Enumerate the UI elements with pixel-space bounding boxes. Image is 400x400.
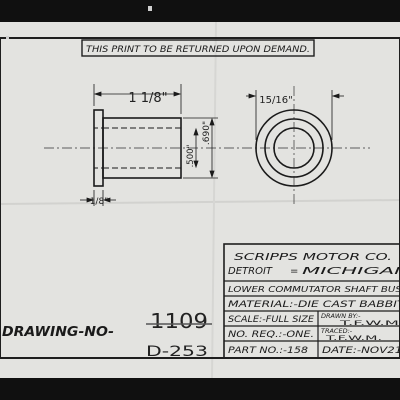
border (0, 37, 400, 359)
notice-box (81, 39, 315, 57)
dimension-bore-diameter (193, 127, 199, 169)
part-name: LOWER COMMUTATOR SHAFT BUSHING (228, 285, 400, 294)
company-name: SCRIPPS MOTOR CO. (234, 252, 392, 263)
drawing-number: D-253 (146, 344, 208, 360)
dash-separator: = (290, 266, 298, 277)
flange-thickness-label: 1/8" (90, 197, 109, 207)
traced-label: TRACED:- (321, 327, 353, 335)
drawn-by-name: T.F.W.M. (337, 319, 400, 327)
part-number: PART NO.:-158 (228, 346, 308, 356)
date: DATE:-NOV21, (322, 346, 400, 356)
dimension-flange-diameter (246, 90, 344, 140)
bore-diameter-label: .500" (186, 144, 196, 167)
dimension-flange-thickness (80, 190, 116, 206)
corner-mark (6, 36, 9, 39)
title-block (223, 243, 400, 359)
struck-drawing-number: 1109 (150, 309, 208, 333)
scale: SCALE:-FULL SIZE (228, 315, 314, 325)
bushing-end-view (255, 109, 333, 187)
corner-mark (148, 6, 152, 11)
company-city: DETROIT (228, 266, 273, 277)
outer-diameter-label: .690" (202, 121, 212, 145)
bushing-side-view (93, 109, 182, 187)
drawn-by-label: DRAWN BY:- (321, 312, 361, 320)
traced-name: T.F.W.M. (324, 334, 382, 342)
company-state: MICHIGAN (302, 266, 400, 277)
dimension-outer-diameter (183, 117, 218, 179)
number-required: NO. REQ.:-ONE. (228, 330, 314, 340)
dimension-overall-length (93, 84, 182, 114)
drawing-number-label: DRAWING-NO- (2, 325, 114, 340)
fold-line (211, 21, 217, 379)
overall-length-label: 1 1/8" (128, 91, 167, 106)
notice-text: THIS PRINT TO BE RETURNED UPON DEMAND. (86, 45, 310, 55)
flange-diameter-label: 15/16" (259, 95, 292, 106)
material: MATERIAL:-DIE CAST BABBITT (228, 300, 400, 310)
fold-line (0, 199, 400, 205)
